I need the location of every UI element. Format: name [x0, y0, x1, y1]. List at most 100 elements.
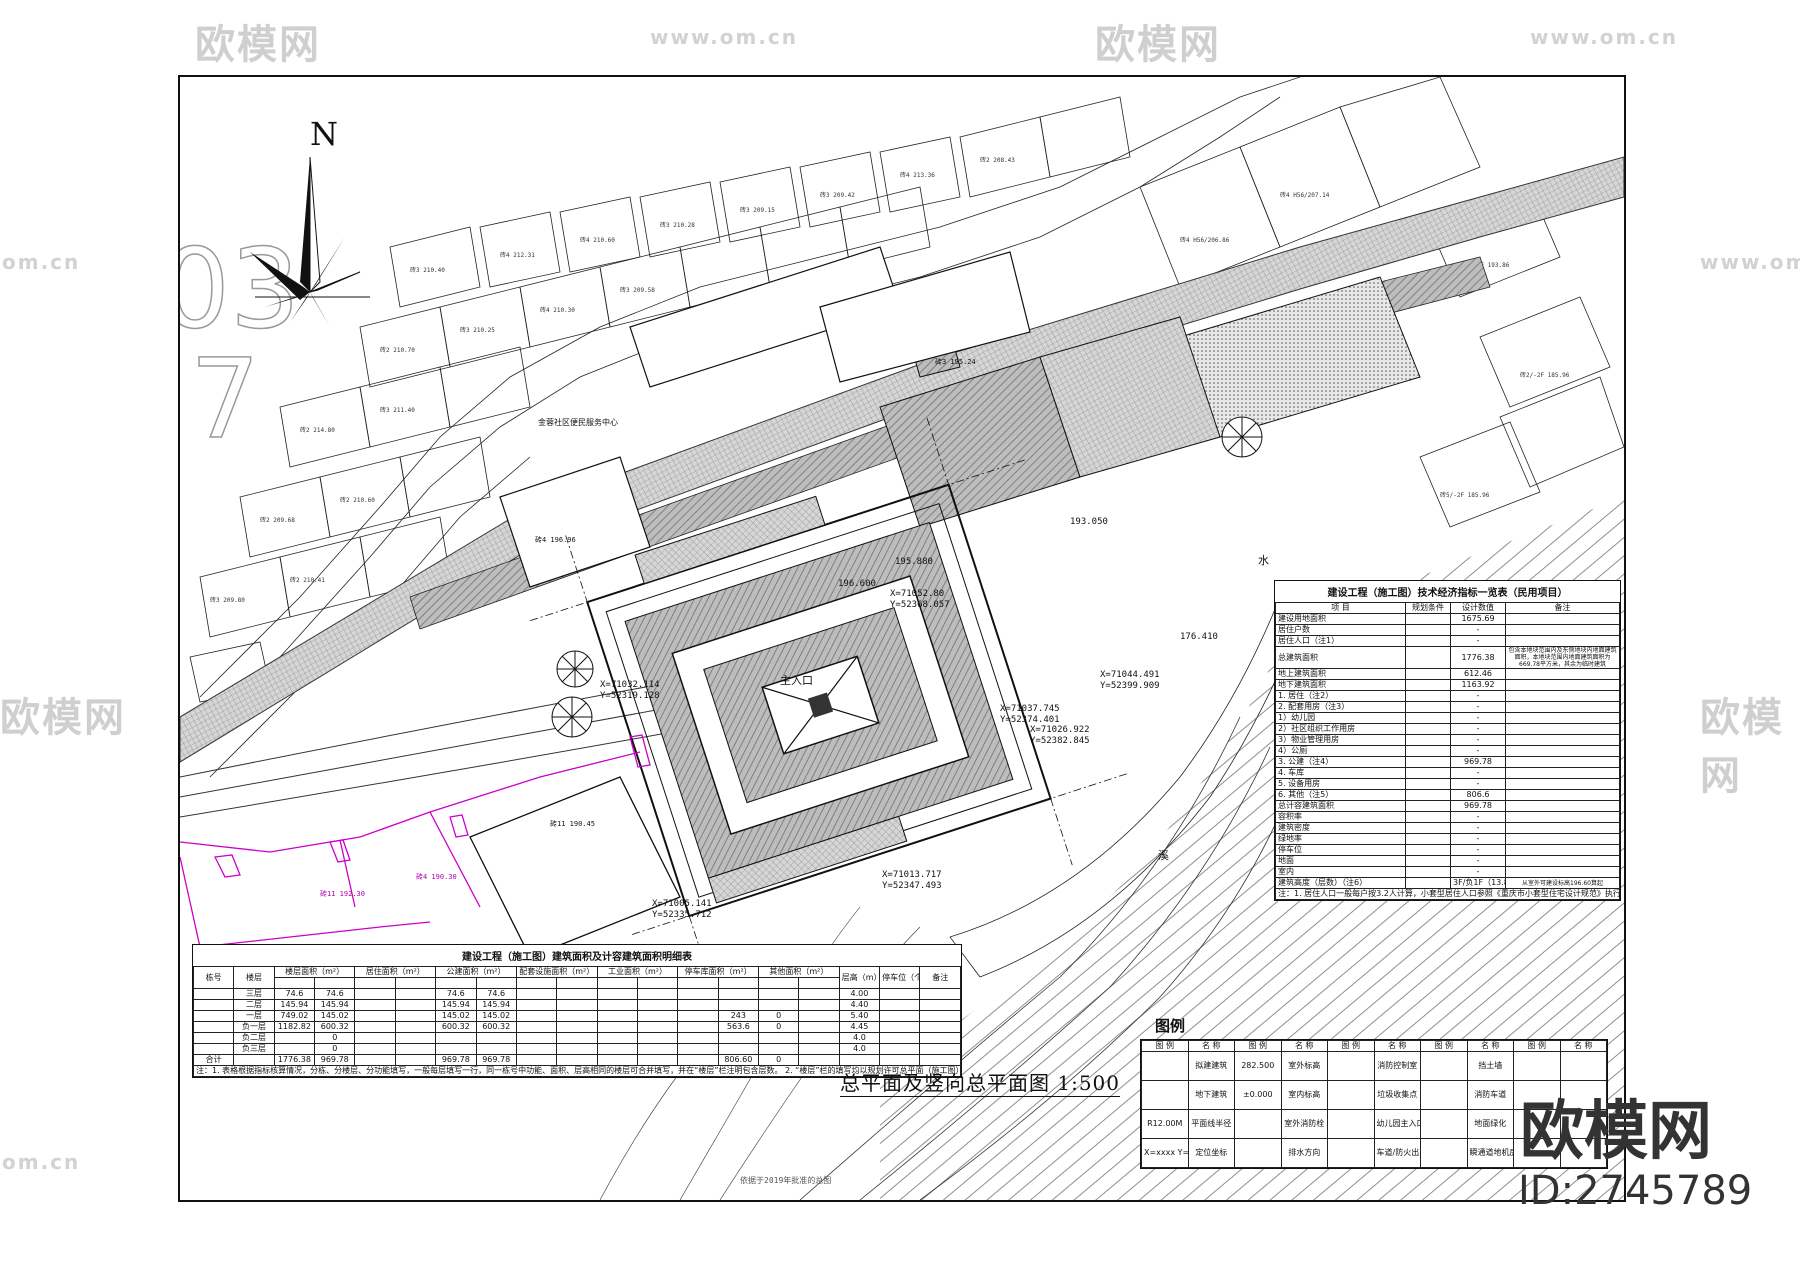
table-cell	[1405, 624, 1451, 636]
table-cell	[596, 1010, 638, 1022]
watermark-logo: 欧模网	[1095, 22, 1221, 68]
table-cell	[394, 1043, 437, 1055]
table-cell: 0	[314, 1043, 356, 1055]
table-cell: 806.6	[1450, 789, 1506, 801]
table-cell: 4.0	[838, 1043, 881, 1055]
table-cell	[1327, 1138, 1375, 1168]
drawing-title: 总平面及竖向总平面图 1:500	[840, 1067, 1120, 1097]
table-cell: 969.78	[1450, 756, 1506, 768]
table-row: 居住人口（注1）-	[1275, 635, 1620, 647]
table-cell: 6. 其他（注5）	[1275, 789, 1406, 801]
north-label: N	[310, 115, 338, 153]
table-row: 容积率-	[1275, 811, 1620, 823]
table-cell: 三层	[233, 988, 275, 1000]
table-cell	[879, 1032, 921, 1044]
table-cell	[596, 988, 638, 1000]
svg-text:砖4 210.60: 砖4 210.60	[580, 236, 615, 244]
table-cell	[1420, 1109, 1468, 1139]
table-cell: 负三层	[233, 1043, 275, 1055]
table-cell: 建设用地面积	[1275, 613, 1406, 625]
table-cell	[1505, 833, 1620, 845]
table-row: 2. 配套用房（注3）-	[1275, 701, 1620, 713]
coordinate-label: X=71052.80	[890, 589, 945, 599]
table-cell: 建筑密度	[1275, 822, 1406, 834]
table-cell	[1505, 668, 1620, 680]
table-cell	[1505, 756, 1620, 768]
table-cell: 平面线半径	[1187, 1109, 1235, 1139]
table-cell: 建筑高度（层数）（注6）	[1275, 877, 1406, 889]
brand-watermark: 欧模网	[1520, 1095, 1712, 1169]
table-cell	[1405, 767, 1451, 779]
watermark-logo: 欧模网	[195, 22, 321, 68]
svg-text:砖2/-2F 185.96: 砖2/-2F 185.96	[1520, 371, 1570, 379]
table-cell	[1141, 1051, 1189, 1081]
svg-text:砖3 209.80: 砖3 209.80	[210, 596, 245, 604]
building-block	[499, 456, 651, 588]
table-cell	[1513, 1109, 1561, 1139]
table-cell	[1405, 723, 1451, 735]
table-cell	[1327, 1080, 1375, 1110]
svg-text:砖4 H56/207.14: 砖4 H56/207.14	[1280, 191, 1330, 199]
table-cell	[1327, 1051, 1375, 1081]
table-row: 4. 车库-	[1275, 767, 1620, 779]
map-label: 砖11 190.45	[550, 820, 595, 828]
table-cell: -	[1450, 855, 1506, 867]
table-cell	[677, 999, 719, 1011]
svg-text:砖3 210.40: 砖3 210.40	[410, 266, 445, 274]
table-cell: 2）社区组织工作用房	[1275, 723, 1406, 735]
table-row: X=xxxx Y=xxxx定位坐标排水方向车道/防火出入口瞬通道地机房	[1141, 1138, 1607, 1168]
table-cell: 总建筑面积	[1275, 646, 1406, 669]
table-row: 居住户数-	[1275, 624, 1620, 636]
table-cell: 地上建筑面积	[1275, 668, 1406, 680]
coordinate-label: X=71013.717	[882, 870, 942, 880]
svg-text:砖3 209.15: 砖3 209.15	[740, 206, 775, 214]
table-row: 4）公厕-	[1275, 745, 1620, 757]
table-row: 2）社区组织工作用房-	[1275, 723, 1620, 735]
svg-text:砖3 209.58: 砖3 209.58	[620, 286, 655, 294]
table-cell	[879, 988, 921, 1000]
table-cell	[192, 1021, 235, 1033]
table-cell: 地下建筑	[1187, 1080, 1235, 1110]
table-cell	[1505, 745, 1620, 757]
table-cell	[1505, 723, 1620, 735]
watermark-url: om.cn	[2, 250, 81, 274]
map-label: 砖3 195.24	[935, 358, 976, 366]
table-cell	[556, 999, 598, 1011]
table-cell: 3. 公建（注4）	[1275, 756, 1406, 768]
table-cell: 4. 车库	[1275, 767, 1406, 779]
svg-text:砖4 213.36: 砖4 213.36	[900, 171, 935, 179]
coordinate-label: Y=52368.057	[890, 600, 950, 610]
table-cell	[515, 1043, 558, 1055]
drawing-sheet: 03 7	[178, 75, 1626, 1202]
table-cell	[1405, 833, 1451, 845]
table-row: 6. 其他（注5） 806.6	[1275, 789, 1620, 801]
table-row: 停车位-	[1275, 844, 1620, 856]
svg-text:砖2 214.80: 砖2 214.80	[300, 426, 335, 434]
table-cell: 地面	[1275, 855, 1406, 867]
table-cell	[556, 1043, 598, 1055]
table-cell	[273, 1032, 316, 1044]
table-header-row: 项 目规划条件 设计数值备注	[1275, 602, 1620, 614]
table-cell: 145.02	[475, 1010, 517, 1022]
watermark-url: www.om.cn	[1700, 250, 1800, 274]
table-cell	[1327, 1109, 1375, 1139]
table-cell	[919, 1043, 961, 1055]
table-cell	[1405, 635, 1451, 647]
table-cell: 74.6	[435, 988, 477, 1000]
table-cell: -	[1450, 635, 1506, 647]
table-cell	[1505, 734, 1620, 746]
svg-text:砖5/-2F 185.96: 砖5/-2F 185.96	[1440, 491, 1490, 499]
table-cell	[192, 1010, 235, 1022]
coordinate-label: Y=52347.493	[882, 881, 942, 891]
table-cell: 0	[758, 1010, 800, 1022]
table-cell: 地下建筑面积	[1275, 679, 1406, 691]
table-cell	[354, 1010, 396, 1022]
table-cell	[798, 988, 840, 1000]
table-notes: 注：1. 表格根据指标核算情况，分栋、分楼层、分功能填写，一般每层填写一行，同一…	[193, 1065, 961, 1077]
table-cell	[1234, 1138, 1282, 1168]
table-cell: 二层	[233, 999, 275, 1011]
